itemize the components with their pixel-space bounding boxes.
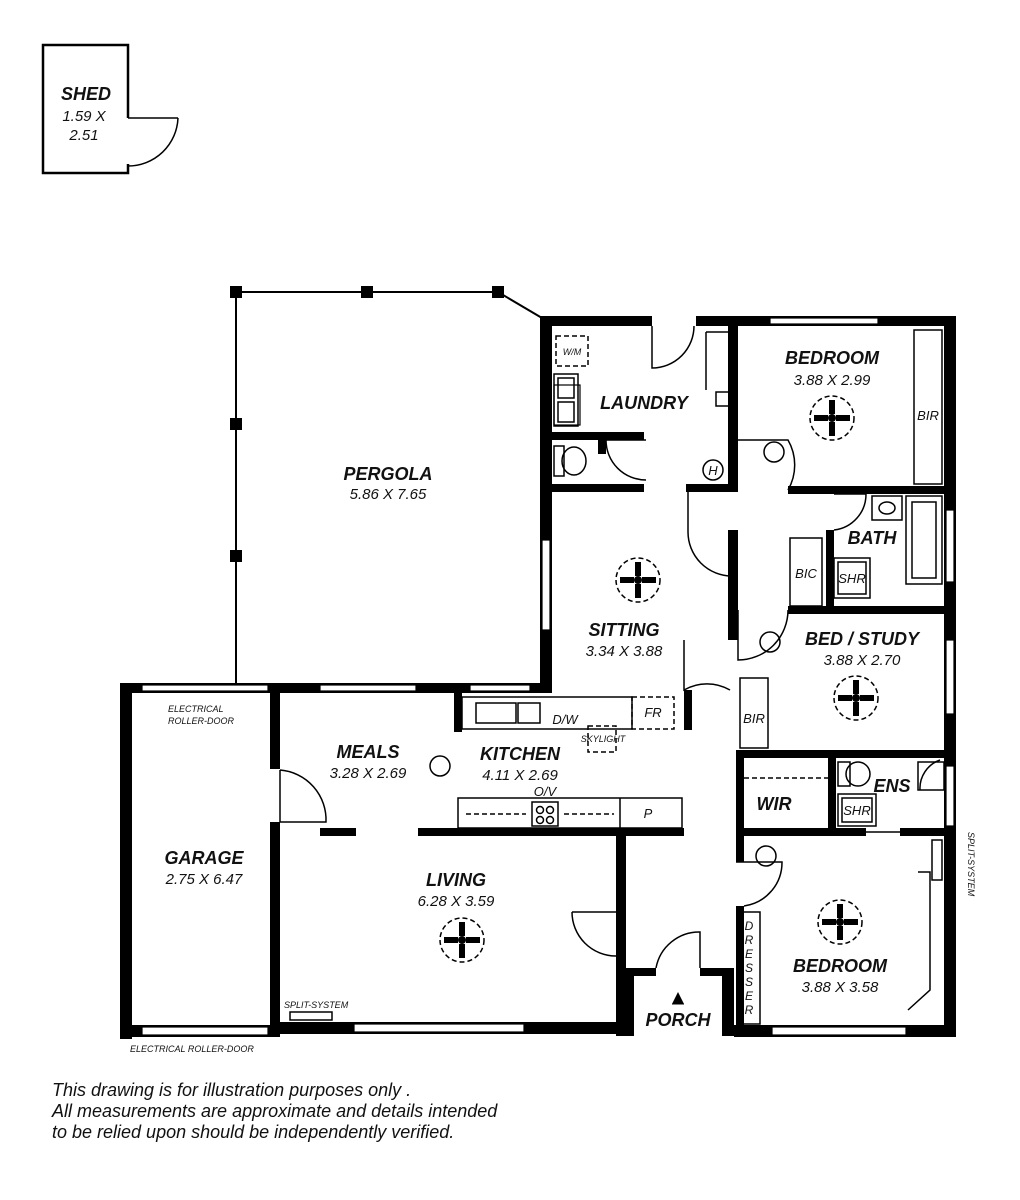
porch-name: PORCH [645,1010,711,1030]
ceiling-fan-icon [615,557,661,603]
light-icon [429,755,451,777]
post [361,286,373,298]
post [492,286,504,298]
pergola-dim: 5.86 X 7.65 [350,486,427,503]
roller-top-label-1: ELECTRICAL [168,704,224,714]
sitting-dim: 3.34 X 3.88 [586,643,663,660]
post [230,418,242,430]
ceiling-fan-icon [817,899,863,945]
misc-labels: ELECTRICAL ROLLER-DOOR ELECTRICAL ROLLER… [130,704,976,1054]
door-bedstudy [737,609,789,661]
bedroom1-name: BEDROOM [785,348,880,368]
room-labels: LAUNDRY BEDROOM 3.88 X 2.99 BATH SITTING… [164,348,921,1030]
fr-label: FR [644,705,661,720]
heater-icon [702,459,724,481]
ens-name: ENS [873,776,910,796]
bedroom2-dim: 3.88 X 3.58 [802,979,879,996]
laundry-name: LAUNDRY [600,393,690,413]
light-icon [759,631,781,653]
fixtures: W/M H BIR BIC SHR BIR D/W [289,329,945,1025]
post [230,550,242,562]
door-bedroom2 [736,861,783,907]
door-front [655,931,701,969]
light-fittings [429,441,785,867]
split-bedroom-label: SPLIT-SYSTEM [966,832,976,897]
dresser-letter: R [745,1003,754,1017]
split-garage-label: SPLIT-SYSTEM [284,1000,349,1010]
door-laundry [651,325,695,369]
light-icon [755,845,777,867]
kitchen-name: KITCHEN [480,744,561,764]
ov-label: O/V [534,784,558,799]
kitchen-dim: 4.11 X 2.69 [482,767,558,784]
ceiling-fan-icon [833,675,879,721]
pergola: PERGOLA 5.86 X 7.65 [230,286,543,684]
bedstudy-dim: 3.88 X 2.70 [824,652,901,669]
living-name: LIVING [426,870,486,890]
interior-walls [320,326,948,1026]
meals-dim: 3.28 X 2.69 [330,765,407,782]
bir1-label: BIR [917,408,939,423]
dresser-letter: E [745,947,754,961]
bedroom1-dim: 3.88 X 2.99 [794,372,871,389]
sitting-name: SITTING [589,620,660,640]
ceiling-fan-icon [439,917,485,963]
heater-label: H [708,463,718,478]
dresser-letter: E [745,989,754,1003]
garage-name: GARAGE [164,848,244,868]
disclaimer: This drawing is for illustration purpose… [52,1080,497,1143]
shr1-label: SHR [838,571,865,586]
roller-bottom-label: ELECTRICAL ROLLER-DOOR [130,1044,254,1054]
door-garage [279,769,327,823]
shed-name: SHED [61,84,111,104]
dresser-label: D R E S S E R [745,919,754,1017]
bir2-label: BIR [743,711,765,726]
garage-dim: 2.75 X 6.47 [165,871,243,888]
dresser-letter: S [745,975,753,989]
shed: SHED 1.59 X 2.51 [41,43,179,175]
bath-name: BATH [848,528,898,548]
disclaimer-line: All measurements are approximate and det… [52,1101,498,1121]
bic-label: BIC [795,566,817,581]
door-sitting [687,492,733,577]
skylight-label: SKYLIGHT [581,734,627,744]
ceiling-fan-icon [809,395,855,441]
post [230,286,242,298]
shed-dim-1: 1.59 X [62,108,106,125]
shr2-label: SHR [843,803,870,818]
door-wc [605,439,647,481]
door-ens-vanity [919,759,941,791]
door-bath [833,493,867,531]
light-icon [763,441,785,463]
bedstudy-name: BED / STUDY [805,629,921,649]
pantry-label: P [644,806,653,821]
dresser-letter: D [745,919,754,933]
living-dim: 6.28 X 3.59 [418,893,495,910]
meals-name: MEALS [337,742,400,762]
door-hall [683,640,731,692]
disclaimer-line: This drawing is for illustration purpose… [52,1080,412,1100]
roller-top-label-2: ROLLER-DOOR [168,716,235,726]
disclaimer-line: to be relied upon should be independentl… [52,1122,455,1142]
bedroom2-name: BEDROOM [793,956,888,976]
wm-label: W/M [563,347,582,357]
dresser-letter: R [745,933,754,947]
ceiling-fans [439,395,879,963]
dresser-letter: S [745,961,753,975]
pergola-name: PERGOLA [343,464,432,484]
wir-name: WIR [757,794,792,814]
shed-dim-2: 2.51 [68,127,98,144]
doors [279,325,941,1011]
door-bedroom1 [738,439,796,491]
dw-label: D/W [552,712,579,727]
door-living [571,911,617,957]
